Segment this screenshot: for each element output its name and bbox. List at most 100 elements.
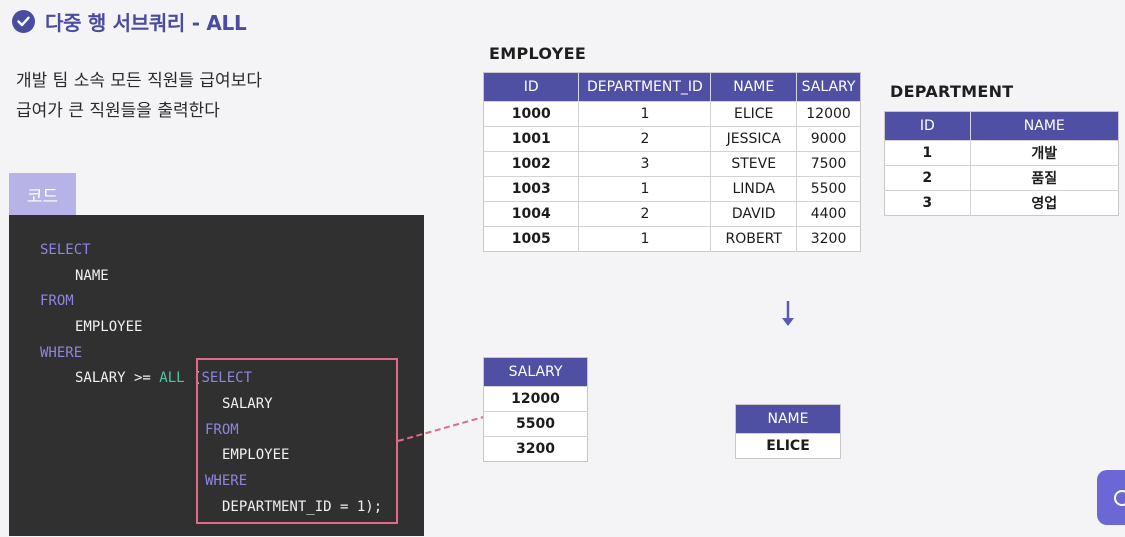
department-table-title: DEPARTMENT xyxy=(890,82,1014,101)
table-cell: 영업 xyxy=(970,190,1119,216)
description-line-2: 급여가 큰 직원들을 출력한다 xyxy=(16,101,220,121)
table-cell: ELICE xyxy=(710,101,798,127)
code-text: SALARY >= xyxy=(75,370,160,386)
code-text: NAME xyxy=(75,268,109,284)
page-title: 다중 행 서브쿼리 - ALL xyxy=(45,11,247,35)
table-row: 12000 xyxy=(483,386,588,412)
title-row: 다중 행 서브쿼리 - ALL xyxy=(12,7,247,36)
table-cell: 3200 xyxy=(483,436,588,462)
code-line: FROM xyxy=(205,421,239,439)
check-circle-icon xyxy=(12,10,35,33)
code-line: SELECT xyxy=(40,241,91,259)
table-cell: ROBERT xyxy=(710,226,798,252)
table-cell: 품질 xyxy=(970,165,1119,191)
table-cell: 1004 xyxy=(483,201,580,227)
code-keyword-all: ALL xyxy=(159,370,185,386)
table-cell: 개발 xyxy=(970,140,1119,166)
table-cell: 1 xyxy=(884,140,971,166)
code-line: DEPARTMENT_ID = 1); xyxy=(222,498,382,516)
code-panel: SELECT NAME FROM EMPLOYEE WHERE SALARY >… xyxy=(9,215,424,536)
table-cell: 2 xyxy=(884,165,971,191)
code-text: DEPARTMENT_ID = 1); xyxy=(222,499,383,515)
column-header: DEPARTMENT_ID xyxy=(578,72,712,102)
table-row: 3200 xyxy=(483,436,588,462)
code-line: NAME xyxy=(75,267,109,285)
table-cell: 3 xyxy=(884,190,971,216)
code-text: EMPLOYEE xyxy=(75,319,143,335)
description: 개발 팀 소속 모든 직원들 급여보다 급여가 큰 직원들을 출력한다 xyxy=(16,66,262,126)
table-cell: 9000 xyxy=(796,126,861,152)
table-cell: DAVID xyxy=(710,201,798,227)
code-keyword: FROM xyxy=(205,422,239,438)
column-header: SALARY xyxy=(483,357,588,387)
table-cell: 3200 xyxy=(796,226,861,252)
code-tab[interactable]: 코드 xyxy=(9,173,76,215)
table-cell: 1 xyxy=(578,226,712,252)
code-line: EMPLOYEE xyxy=(75,318,142,336)
table-cell: 12000 xyxy=(796,101,861,127)
table-cell: LINDA xyxy=(710,176,798,202)
table-cell: 1003 xyxy=(483,176,580,202)
name-result-table: NAME ELICE xyxy=(735,404,841,459)
code-text: SALARY xyxy=(222,396,273,412)
table-cell: ELICE xyxy=(735,433,841,459)
code-keyword: FROM xyxy=(40,293,74,309)
column-header: SALARY xyxy=(796,72,861,102)
arrow-down-icon xyxy=(782,301,794,326)
code-text: EMPLOYEE xyxy=(222,447,290,463)
column-header: NAME xyxy=(710,72,798,102)
column-header: ID xyxy=(483,72,580,102)
code-line: FROM xyxy=(40,292,74,310)
code-keyword: SELECT xyxy=(40,242,91,258)
code-line: SALARY xyxy=(222,395,273,413)
code-line: WHERE xyxy=(205,472,247,490)
table-row: ELICE xyxy=(735,433,841,459)
code-line: WHERE xyxy=(40,344,82,362)
code-keyword: SELECT xyxy=(201,370,253,386)
table-cell: 2 xyxy=(578,126,712,152)
table-cell: STEVE xyxy=(710,151,798,177)
table-cell: 2 xyxy=(578,201,712,227)
code-keyword: WHERE xyxy=(205,473,248,489)
code-line: EMPLOYEE xyxy=(222,446,289,464)
table-cell: 1005 xyxy=(483,226,580,252)
employee-table-title: EMPLOYEE xyxy=(489,44,587,63)
column-header: ID xyxy=(884,111,971,141)
table-header-row: ID DEPARTMENT_ID NAME SALARY xyxy=(483,72,861,102)
table-header-row: ID NAME xyxy=(884,111,1119,141)
table-header-row: SALARY xyxy=(483,357,588,387)
table-cell: 1 xyxy=(578,101,712,127)
column-header: NAME xyxy=(735,404,841,434)
code-keyword: WHERE xyxy=(40,345,83,361)
subquery-highlight-box xyxy=(196,358,398,524)
table-cell: 3 xyxy=(578,151,712,177)
table-cell: 5500 xyxy=(796,176,861,202)
table-header-row: NAME xyxy=(735,404,841,434)
table-row: 5500 xyxy=(483,411,588,437)
table-cell: 7500 xyxy=(796,151,861,177)
table-cell: 4400 xyxy=(796,201,861,227)
table-cell: 1000 xyxy=(483,101,580,127)
column-header: NAME xyxy=(970,111,1119,141)
chat-icon xyxy=(1114,490,1125,506)
table-cell: 12000 xyxy=(483,386,588,412)
table-cell: JESSICA xyxy=(710,126,798,152)
table-cell: 1002 xyxy=(483,151,580,177)
table-cell: 1001 xyxy=(483,126,580,152)
description-line-1: 개발 팀 소속 모든 직원들 급여보다 xyxy=(16,71,262,91)
table-cell: 5500 xyxy=(483,411,588,437)
floating-help-button[interactable] xyxy=(1097,470,1125,525)
table-cell: 1 xyxy=(578,176,712,202)
salary-result-table: SALARY 12000 5500 3200 xyxy=(483,357,588,462)
